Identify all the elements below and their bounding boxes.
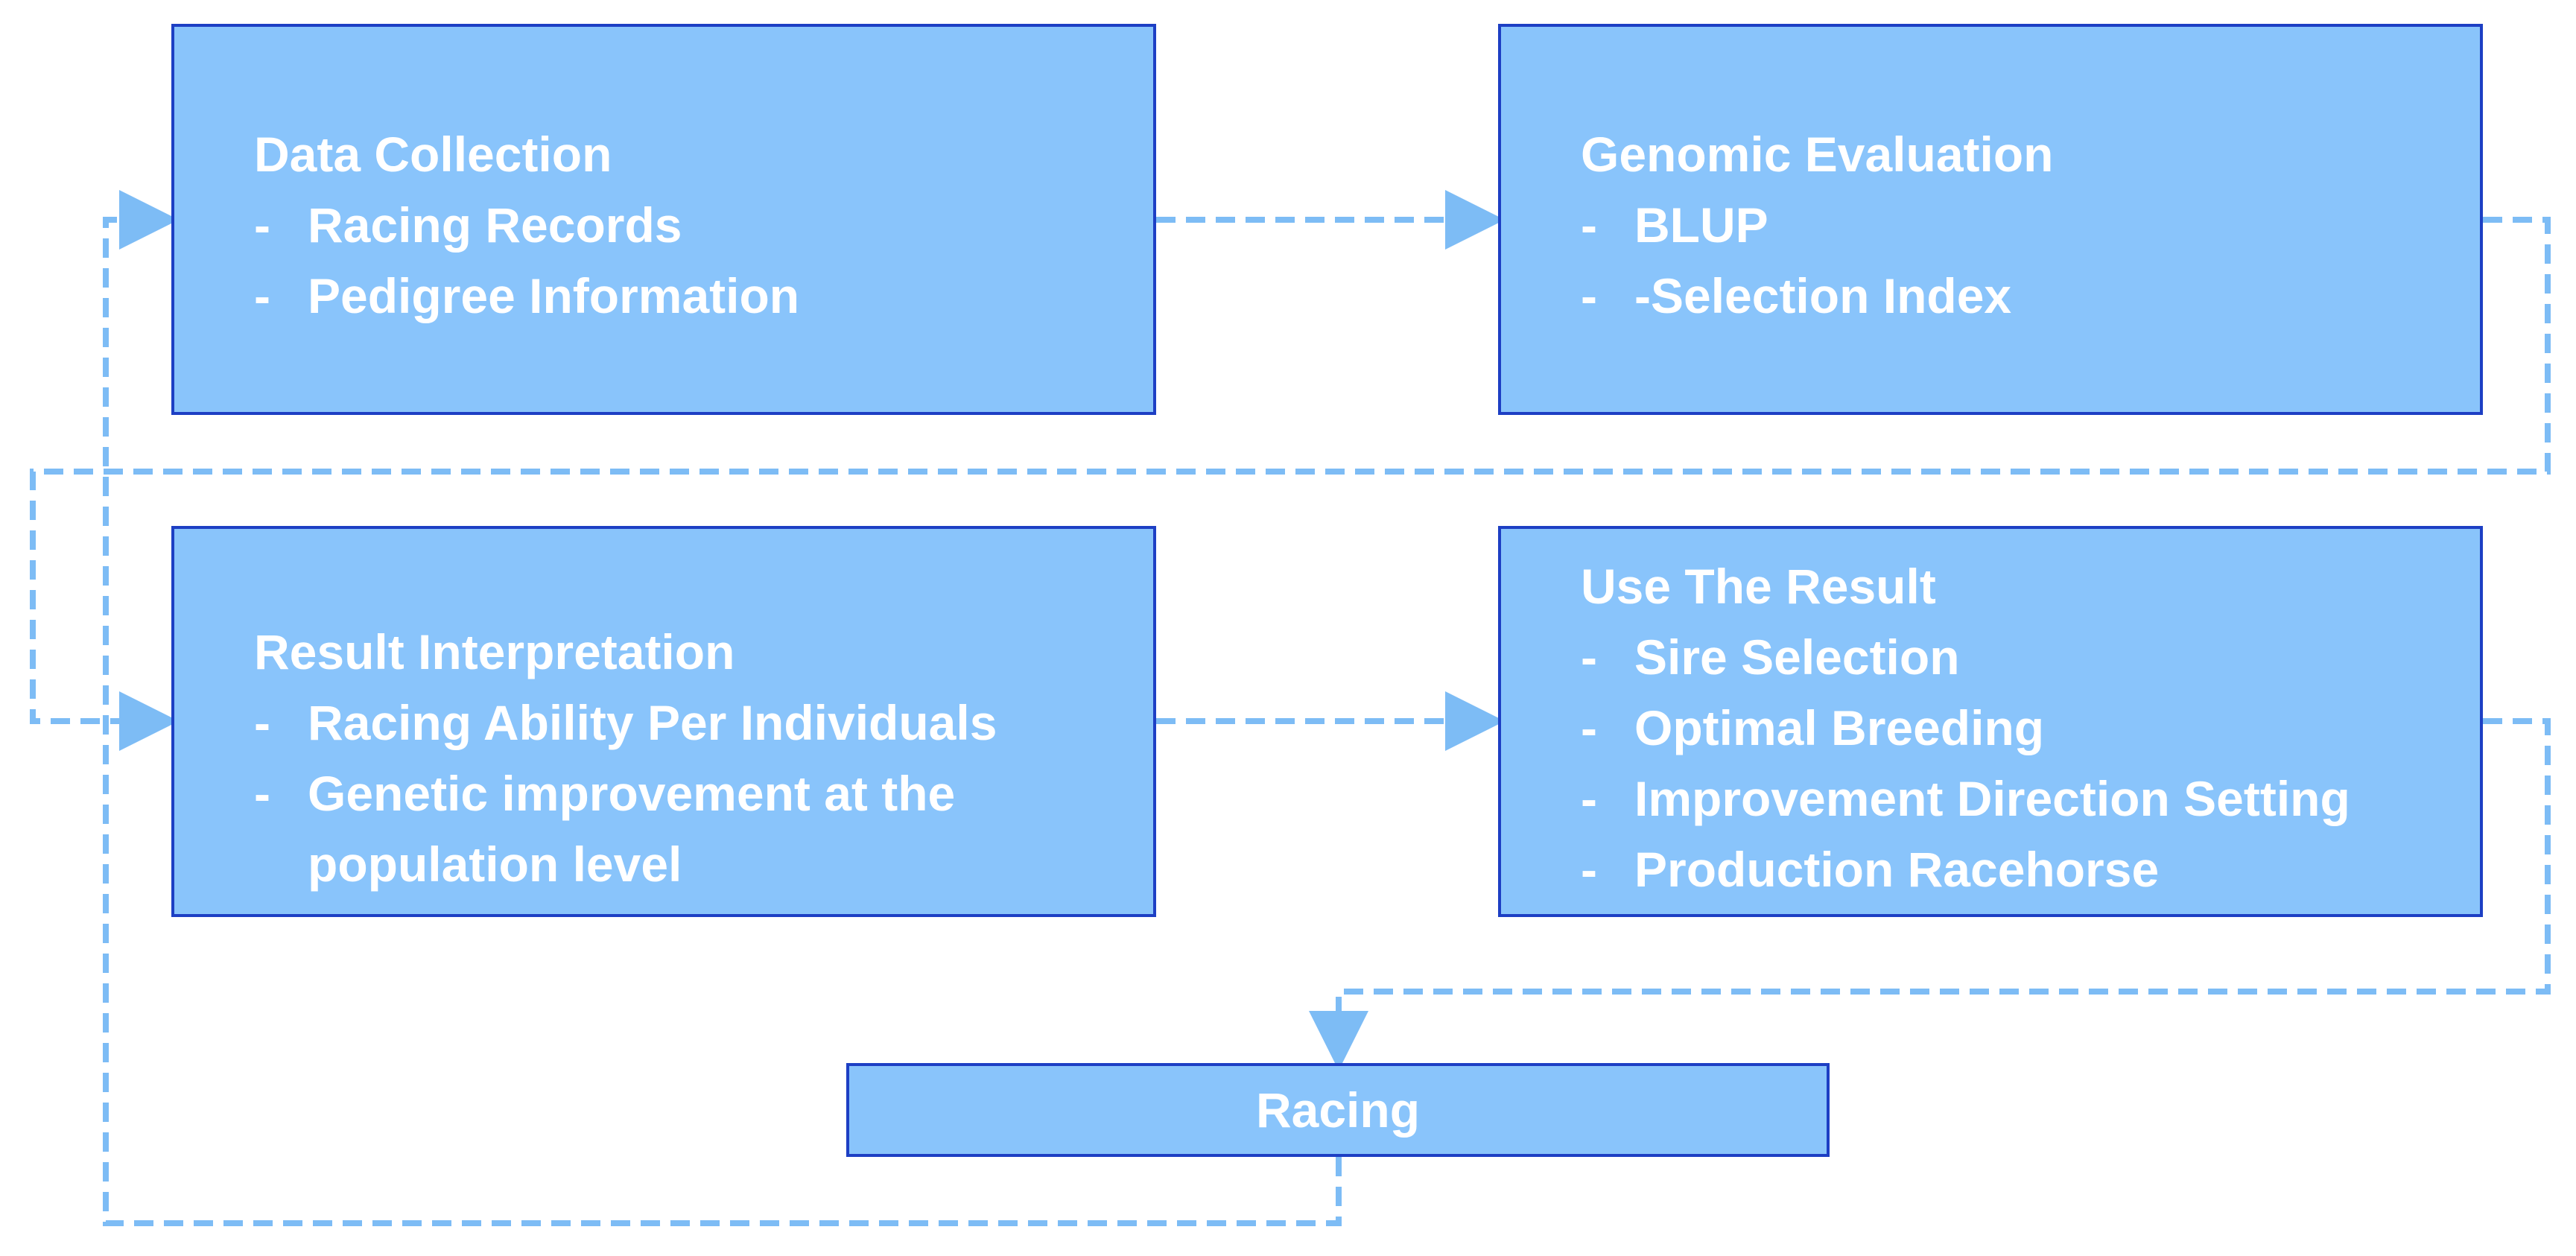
bullet-dash: -: [1581, 771, 1597, 826]
racing-title: Racing: [1255, 1082, 1421, 1138]
list-item: -Pedigree Information: [254, 261, 1153, 332]
bullet-dash: -: [1581, 268, 1597, 323]
result-interpretation-title: Result Interpretation: [254, 624, 735, 679]
bullet-dash: -: [254, 197, 270, 253]
genomic-evaluation-box: Genomic Evaluation -BLUP --Selection Ind…: [1498, 24, 2483, 415]
list-item: -BLUP: [1581, 190, 2480, 261]
result-interpretation-list: -Racing Ability Per Individuals -Genetic…: [254, 688, 1153, 900]
bullet-dash: -: [1581, 197, 1597, 253]
list-item: --Selection Index: [1581, 261, 2480, 332]
bullet-dash: -: [1581, 700, 1597, 755]
bullet-dash: -: [1581, 629, 1597, 685]
list-item: -Improvement Direction Setting: [1581, 764, 2480, 834]
data-collection-box: Data Collection -Racing Records -Pedigre…: [171, 24, 1156, 415]
list-item: -Genetic improvement at the population l…: [254, 758, 1153, 900]
bullet-dash: -: [254, 766, 270, 821]
list-item: -Racing Ability Per Individuals: [254, 688, 1153, 758]
arrow-genomic-to-result: [30, 217, 2551, 751]
result-interpretation-box: Result Interpretation -Racing Ability Pe…: [171, 526, 1156, 917]
use-the-result-box: Use The Result -Sire Selection -Optimal …: [1498, 526, 2483, 917]
data-collection-list: -Racing Records -Pedigree Information: [254, 190, 1153, 332]
arrow-racing-to-data: [103, 190, 1342, 1226]
genomic-evaluation-title: Genomic Evaluation: [1581, 127, 2054, 182]
list-item: -Sire Selection: [1581, 622, 2480, 693]
use-the-result-list: -Sire Selection -Optimal Breeding -Impro…: [1581, 622, 2480, 905]
list-item: -Production Racehorse: [1581, 834, 2480, 905]
genomic-evaluation-list: -BLUP --Selection Index: [1581, 190, 2480, 332]
data-collection-title: Data Collection: [254, 127, 612, 182]
use-the-result-title: Use The Result: [1581, 559, 1936, 614]
list-item: -Racing Records: [254, 190, 1153, 261]
racing-box: Racing: [846, 1063, 1830, 1157]
bullet-dash: -: [254, 268, 270, 323]
arrow-use-to-racing: [1309, 718, 2551, 1071]
list-item: -Optimal Breeding: [1581, 693, 2480, 764]
bullet-dash: -: [254, 695, 270, 750]
bullet-dash: -: [1581, 842, 1597, 897]
